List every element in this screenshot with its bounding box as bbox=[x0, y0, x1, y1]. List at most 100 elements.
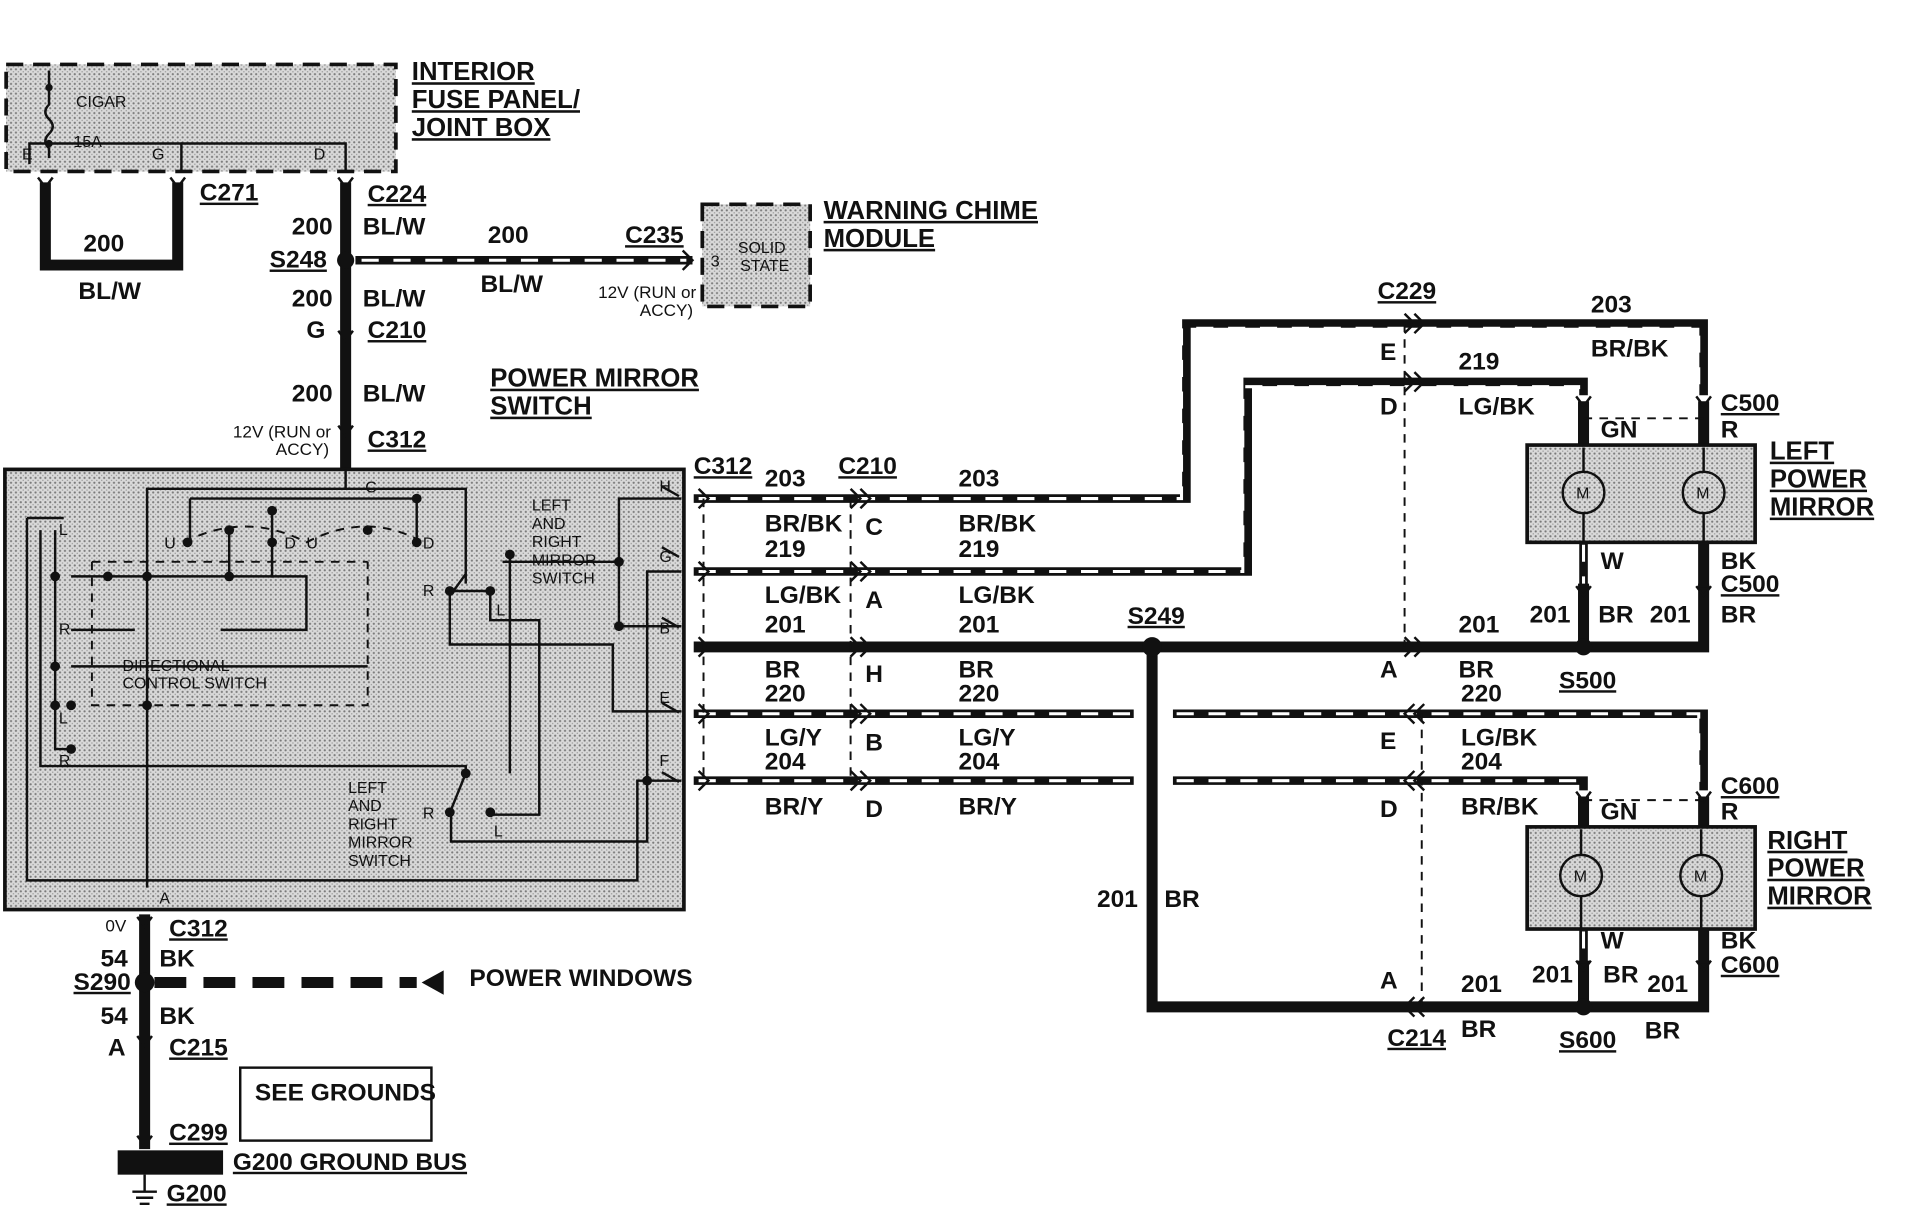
c210-label-right: C210 bbox=[838, 453, 897, 480]
lr-switch-top-2: AND bbox=[532, 516, 566, 533]
left-motor-2-label: M bbox=[1696, 486, 1709, 503]
left-br-b: BR bbox=[1721, 602, 1757, 629]
chime-body-1: SOLID bbox=[738, 240, 786, 257]
w201-color-4: BR bbox=[1461, 1016, 1497, 1043]
s500-label: S500 bbox=[1559, 667, 1616, 694]
w201-num-2: 201 bbox=[958, 611, 999, 638]
w201-num-4: 201 bbox=[1461, 971, 1502, 998]
side-r-1: R bbox=[59, 622, 71, 639]
c210-pin-d: D bbox=[865, 796, 883, 823]
ground-bk-b: BK bbox=[159, 1003, 195, 1030]
c210-pin-a: A bbox=[865, 587, 883, 614]
harness-wires bbox=[693, 312, 1710, 1018]
chime-title-1: WARNING CHIME bbox=[824, 197, 1038, 225]
w204-num-1: 204 bbox=[765, 749, 806, 776]
ground-bus-label: G200 GROUND BUS bbox=[233, 1149, 467, 1176]
switch-pin-g: G bbox=[659, 549, 671, 566]
fuse-pin-g: G bbox=[152, 146, 164, 163]
c229-pin-e: E bbox=[1380, 339, 1396, 366]
lr-switch-bot-5: SWITCH bbox=[348, 853, 411, 870]
fuse-rating: 15A bbox=[74, 134, 103, 151]
contact-d-2: D bbox=[423, 535, 435, 552]
w203-num-2: 203 bbox=[958, 465, 999, 492]
lr-switch-bot-1: LEFT bbox=[348, 780, 387, 797]
contact-l-1: L bbox=[496, 602, 505, 619]
contact-u-1: U bbox=[164, 535, 176, 552]
chime-wire-color: BL/W bbox=[480, 271, 544, 298]
right-motor-2-label: M bbox=[1694, 869, 1707, 886]
contact-r-1: R bbox=[423, 583, 435, 600]
c312-label-right: C312 bbox=[694, 453, 753, 480]
c500-label-bottom: C500 bbox=[1721, 571, 1780, 598]
c214-pin-e: E bbox=[1380, 728, 1396, 755]
ground-0v: 0V bbox=[105, 917, 127, 936]
w220-num-2: 220 bbox=[958, 681, 999, 708]
c271-loop: 200 BL/W C271 bbox=[37, 176, 258, 305]
see-grounds-label: SEE GROUNDS bbox=[255, 1080, 436, 1107]
directional-label-1: DIRECTIONAL bbox=[123, 658, 230, 675]
c210-wire-color: BL/W bbox=[363, 380, 427, 407]
left-r: R bbox=[1721, 417, 1739, 444]
right-motor-1-label: M bbox=[1574, 869, 1587, 886]
run-note-2: ACCY) bbox=[276, 440, 329, 459]
w203-color-2: BR/BK bbox=[958, 510, 1036, 537]
w201-num-1: 201 bbox=[765, 611, 806, 638]
fuse-panel-title-3: JOINT BOX bbox=[412, 114, 551, 142]
c214-label: C214 bbox=[1387, 1025, 1446, 1052]
w201-num-3: 201 bbox=[1459, 611, 1500, 638]
c229-label: C229 bbox=[1378, 278, 1437, 305]
right-br-a: BR bbox=[1603, 962, 1639, 989]
interior-fuse-panel: CIGAR 15A E G D INTERIOR FUSE PANEL/ JOI… bbox=[4, 58, 580, 174]
c229-pin-a: A bbox=[1380, 656, 1398, 683]
fuse-name: CIGAR bbox=[76, 94, 126, 111]
w201-color-3: BR bbox=[1459, 656, 1495, 683]
contact-l-2: L bbox=[494, 824, 503, 841]
c271-wire-num: 200 bbox=[83, 231, 124, 258]
c229-pin-d: D bbox=[1380, 394, 1398, 421]
left-mirror-title-1: LEFT bbox=[1770, 438, 1835, 466]
w203-num-3: 203 bbox=[1591, 292, 1632, 319]
power-mirror-switch: C A U D U D R L R L L R L R DIRECTIONAL … bbox=[3, 467, 686, 912]
right-br-b: BR bbox=[1645, 1018, 1681, 1045]
s248-wire-num: 200 bbox=[292, 286, 333, 313]
run-note-1: 12V (RUN or bbox=[233, 423, 331, 442]
w220-color-2: LG/Y bbox=[958, 724, 1015, 751]
c210-pin-h: H bbox=[865, 661, 883, 688]
ground-54-a: 54 bbox=[101, 946, 129, 973]
s249-label: S249 bbox=[1128, 603, 1185, 630]
right-bk: BK bbox=[1721, 928, 1757, 955]
left-mirror-title-2: POWER bbox=[1770, 466, 1867, 494]
lr-switch-top-4: MIRROR bbox=[532, 552, 597, 569]
switch-pin-b: B bbox=[659, 621, 670, 638]
c271-wire-color: BL/W bbox=[78, 278, 142, 305]
switch-title-1: POWER MIRROR bbox=[490, 365, 699, 393]
lr-switch-top-3: RIGHT bbox=[532, 534, 582, 551]
w204-num-2: 204 bbox=[958, 749, 999, 776]
c214-pin-d: D bbox=[1380, 796, 1398, 823]
s290-label: S290 bbox=[74, 969, 131, 996]
left-bk: BK bbox=[1721, 548, 1757, 575]
power-feed-circuit: C224 200 BL/W S248 200 BL/W G C210 200 B… bbox=[233, 176, 427, 469]
s248-label: S248 bbox=[270, 247, 327, 274]
left-201-b: 201 bbox=[1650, 602, 1691, 629]
lr-switch-bot-3: RIGHT bbox=[348, 816, 398, 833]
w220-num-1: 220 bbox=[765, 681, 806, 708]
w219-color-2: LG/BK bbox=[958, 582, 1035, 609]
w201-color-1: BR bbox=[765, 656, 801, 683]
switch-title-2: SWITCH bbox=[490, 393, 591, 421]
c210-wire-num: 200 bbox=[292, 380, 333, 407]
harness-labels: C312 C210 203 BR/BK 219 LG/BK 201 BR 220… bbox=[694, 278, 1669, 1052]
right-r: R bbox=[1721, 799, 1739, 826]
s600-label: S600 bbox=[1559, 1027, 1616, 1054]
s248-wire-color: BL/W bbox=[363, 286, 427, 313]
right-201-a: 201 bbox=[1532, 962, 1573, 989]
w203-color-3: BR/BK bbox=[1591, 335, 1669, 362]
w219-num-3: 219 bbox=[1459, 349, 1500, 376]
directional-label-2: CONTROL SWITCH bbox=[123, 675, 267, 692]
w204-color-1: BR/Y bbox=[765, 794, 824, 821]
chime-title-2: MODULE bbox=[824, 225, 935, 253]
c210-pin-g: G bbox=[306, 317, 325, 344]
left-201-a: 201 bbox=[1530, 602, 1571, 629]
c312-label-bottom: C312 bbox=[169, 915, 228, 942]
